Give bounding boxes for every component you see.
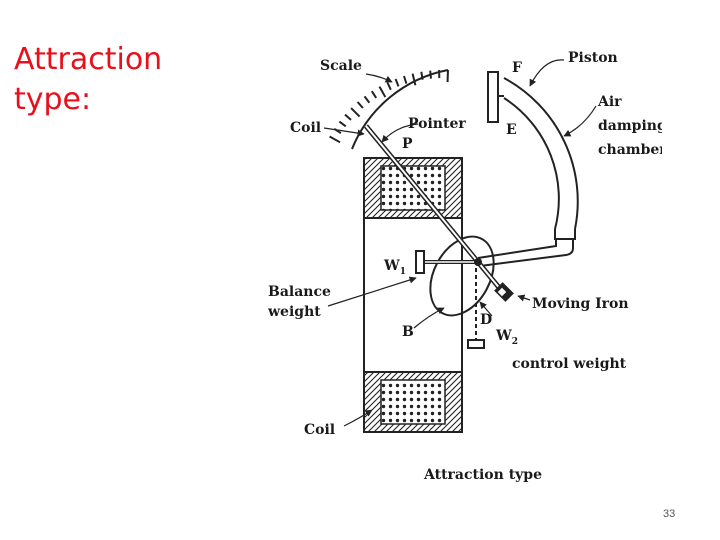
label-pointer: Pointer xyxy=(408,116,466,132)
scale-tick xyxy=(420,71,424,80)
label-piston: Piston xyxy=(568,50,618,66)
label-scale: Scale xyxy=(320,58,362,74)
scale-tick xyxy=(403,75,408,84)
scale-tick xyxy=(350,107,361,118)
scale-arc xyxy=(329,69,449,150)
piston xyxy=(487,71,504,123)
scale-tick xyxy=(338,120,347,128)
top-coil xyxy=(363,157,463,219)
label-e: E xyxy=(506,122,517,138)
attraction-type-diagram: Scale Piston F E Air damping chamber Coi… xyxy=(268,46,662,486)
diagram-labels: Scale Piston F E Air damping chamber Coi… xyxy=(268,50,662,483)
leader-lines xyxy=(323,59,597,427)
slide-title: Attraction type: xyxy=(14,42,163,117)
scale-tick xyxy=(344,113,352,121)
scale-tick xyxy=(386,82,392,91)
label-d: D xyxy=(480,312,492,328)
label-coil-bottom: Coil xyxy=(304,422,335,438)
scale-tick xyxy=(370,90,378,99)
spindle-pivot xyxy=(474,258,482,266)
label-b: B xyxy=(402,324,414,340)
label-coil-top: Coil xyxy=(290,120,321,136)
balance-weight-w1 xyxy=(415,250,425,274)
scale-tick xyxy=(378,86,387,98)
label-damping: damping xyxy=(598,118,662,134)
scale-tick xyxy=(429,70,432,79)
label-moving-iron: Moving Iron xyxy=(532,296,629,312)
scale-tick xyxy=(411,73,417,86)
piston-arm xyxy=(477,238,574,267)
control-weight-w2 xyxy=(467,339,485,349)
label-chamber: chamber xyxy=(598,142,662,158)
label-p: P xyxy=(402,136,413,152)
pointer xyxy=(364,124,508,298)
control-weight-arm xyxy=(467,268,485,349)
label-f: F xyxy=(512,60,522,76)
scale-tick xyxy=(394,78,400,87)
moving-iron-piece xyxy=(494,282,514,302)
air-damping-chamber xyxy=(503,77,579,240)
scale-tick xyxy=(356,101,364,109)
bottom-coil xyxy=(363,371,463,433)
label-control-weight: control weight xyxy=(512,356,627,372)
figure-background xyxy=(268,46,662,486)
label-w2: W2 xyxy=(495,328,518,347)
page-number: 33 xyxy=(663,508,676,520)
scale-tick xyxy=(329,135,341,144)
figure-caption: Attraction type xyxy=(423,467,542,483)
label-weight: weight xyxy=(268,304,321,320)
scale-tick xyxy=(363,95,371,104)
label-w1: W1 xyxy=(383,258,406,277)
label-balance: Balance xyxy=(268,284,331,300)
label-air: Air xyxy=(597,94,622,110)
balance-weight-arm xyxy=(415,250,480,274)
